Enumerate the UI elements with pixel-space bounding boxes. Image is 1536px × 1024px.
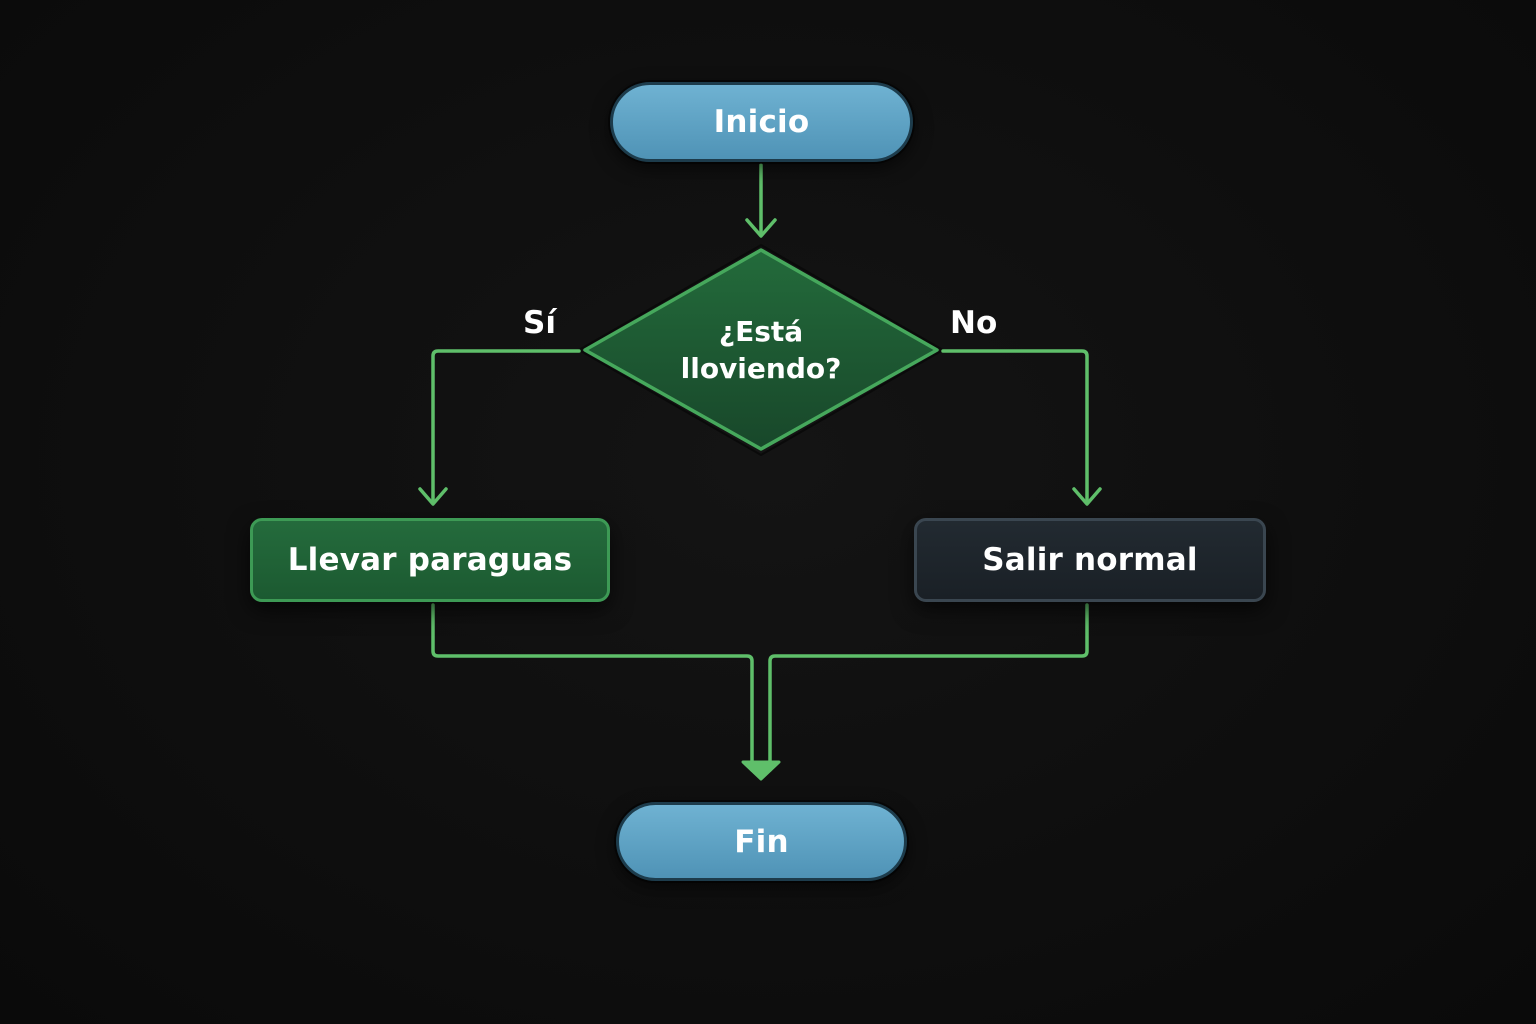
yes-action-box: Llevar paraguas bbox=[250, 518, 610, 602]
end-label: Fin bbox=[734, 823, 789, 860]
arrowhead-no-action bbox=[1072, 487, 1102, 506]
no-action-box: Salir normal bbox=[914, 518, 1266, 602]
decision-diamond bbox=[583, 248, 939, 451]
connector-no-to-end bbox=[768, 603, 1089, 772]
arrowhead-end bbox=[741, 760, 781, 781]
yes-action-label: Llevar paraguas bbox=[287, 542, 573, 578]
no-branch-label: No bbox=[950, 305, 998, 341]
start-label: Inicio bbox=[713, 104, 810, 140]
decision-label-line2: lloviendo? bbox=[680, 352, 842, 385]
decision-label: ¿Está lloviendo? bbox=[600, 300, 922, 400]
decision-label-line1: ¿Está bbox=[718, 315, 804, 348]
end-terminal: Fin bbox=[616, 802, 907, 881]
connector-yes-branch bbox=[431, 349, 581, 502]
connector-no-branch bbox=[941, 349, 1089, 502]
yes-branch-label: Sí bbox=[523, 305, 556, 341]
decision-diamond-outline bbox=[576, 243, 946, 457]
no-action-label: Salir normal bbox=[982, 542, 1198, 578]
start-terminal: Inicio bbox=[610, 82, 913, 162]
arrowhead-yes-action bbox=[418, 487, 448, 506]
arrowhead-decision bbox=[745, 218, 777, 238]
connector-yes-to-end bbox=[431, 603, 754, 772]
